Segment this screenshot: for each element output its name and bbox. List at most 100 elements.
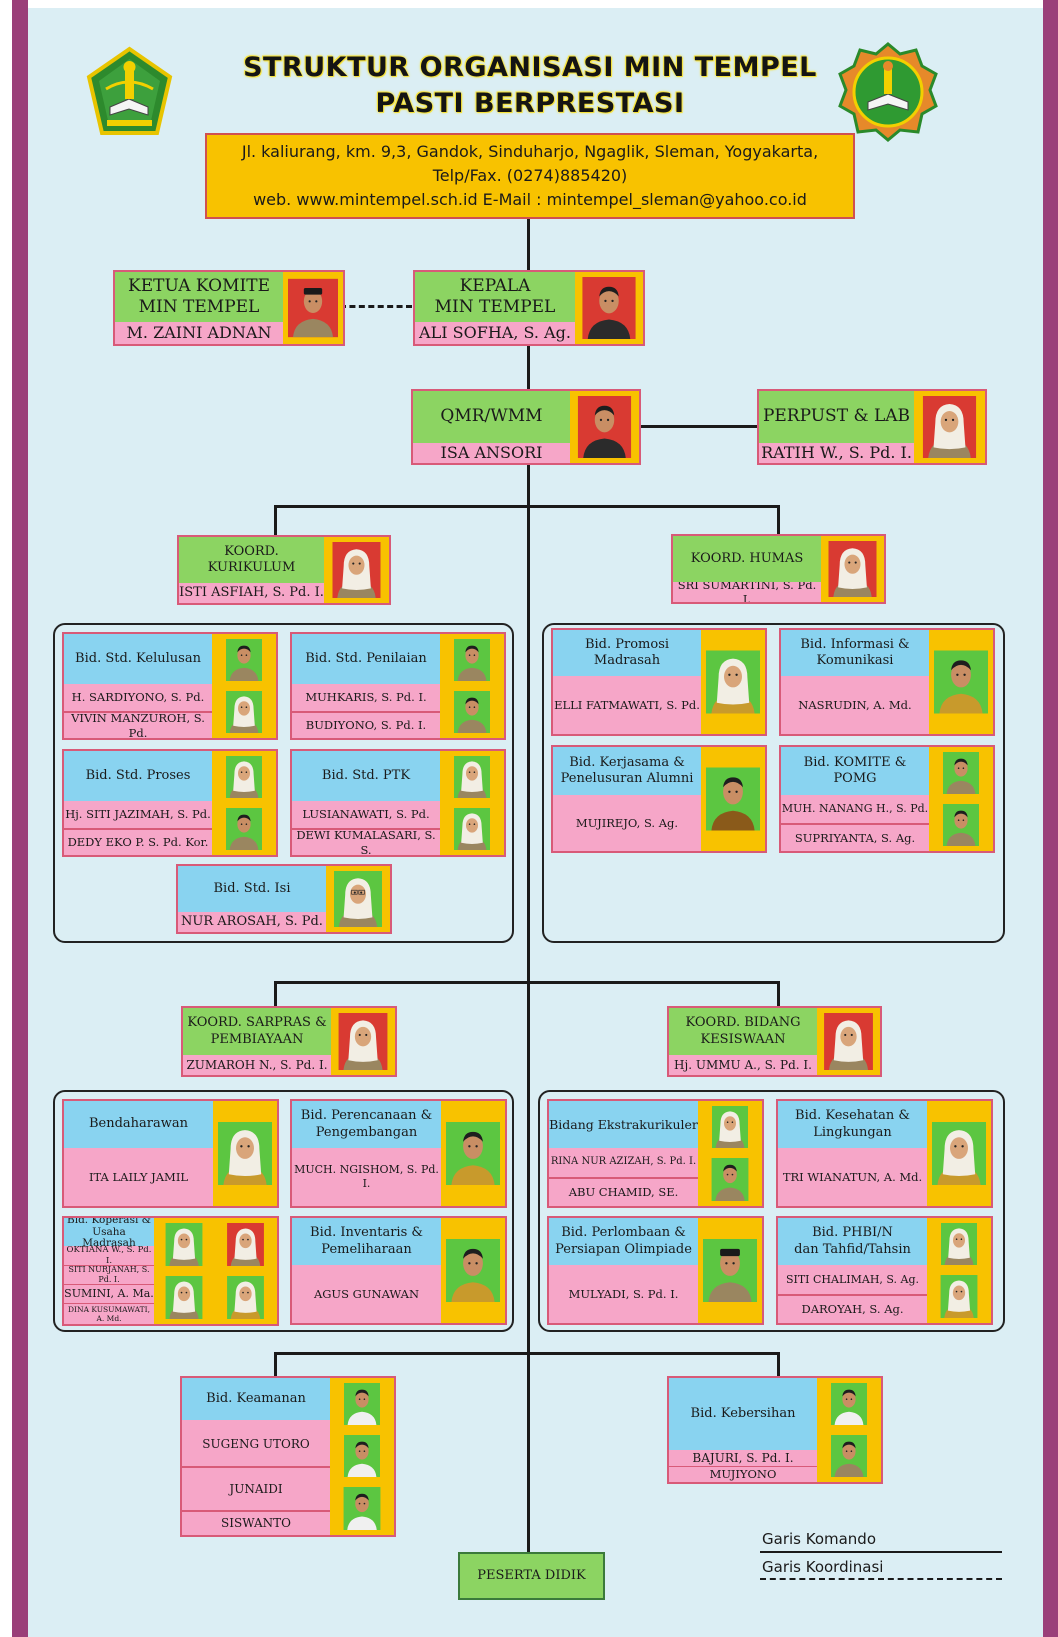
ketua-komite-photo [283, 272, 343, 344]
perpust-lab-box: PERPUST & LAB RATIH W., S. Pd. I. [757, 389, 987, 465]
portrait-photo [217, 808, 271, 850]
koord-sarpras-name: ZUMAROH N., S. Pd. I. [183, 1055, 331, 1075]
unit-informasi-photo-1 [929, 630, 993, 734]
ketua-komite-name: M. ZAINI ADNAN [115, 322, 283, 344]
unit-perencanaan: Bid. Perencanaan & Pengembangan MUCH. NG… [290, 1099, 507, 1208]
sarpras-group [53, 1090, 514, 1332]
perpust-lab-name: RATIH W., S. Pd. I. [759, 443, 914, 463]
unit-phbi-name-1: SITI CHALIMAH, S. Ag. [778, 1265, 927, 1294]
unit-ptk: Bid. Std. PTK LUSIANAWATI, S. Pd. DEWI K… [290, 749, 506, 857]
portrait-photo [703, 1106, 757, 1148]
ketua-komite-title-line2: MIN TEMPEL [138, 297, 260, 317]
unit-inventaris: Bid. Inventaris & Pemeliharaan AGUS GUNA… [290, 1216, 507, 1325]
peserta-didik-box: PESERTA DIDIK [458, 1552, 605, 1600]
unit-isi-photo-1 [326, 866, 390, 932]
unit-perlombaan-title-line2: Persiapan Olimpiade [555, 1241, 692, 1257]
connector-line [527, 219, 530, 1562]
unit-kerjasama-photo-1 [701, 747, 765, 851]
unit-kesehatan-name-1: TRI WIANATUN, A. Md. [778, 1148, 927, 1206]
unit-keamanan-name-row-3: SISWANTO [182, 1512, 330, 1535]
connector-line [274, 981, 780, 984]
portrait-photo [706, 635, 760, 729]
unit-komite-pomg-title: Bid. KOMITE & POMG [781, 747, 929, 795]
portrait-photo [934, 635, 988, 729]
unit-kerjasama: Bid. Kerjasama & Penelusuran Alumni MUJI… [551, 745, 767, 853]
portrait-photo [445, 808, 499, 850]
qmr-box: QMR/WMM ISA ANSORI [411, 389, 641, 465]
portrait-photo [335, 1435, 389, 1477]
qmr-name: ISA ANSORI [413, 443, 570, 463]
koord-kesiswaan-box: KOORD. BIDANG KESISWAAN Hj. UMMU A., S. … [667, 1006, 882, 1077]
unit-proses-name-2: DEDY EKO P. S. Pd. Kor. [64, 828, 212, 855]
unit-kelulusan-photo-2 [212, 686, 276, 738]
address-box: Jl. kaliurang, km. 9,3, Gandok, Sinduhar… [205, 133, 855, 219]
unit-phbi-photo-1 [927, 1218, 991, 1270]
unit-perlombaan-title-line1: Bid. Perlombaan & [561, 1225, 686, 1241]
unit-penilaian-name-1: MUHKARIS, S. Pd. I. [292, 684, 440, 711]
unit-informasi-title-line2: Komunikasi [816, 653, 894, 668]
portrait-photo [575, 396, 634, 458]
portrait-photo [932, 1223, 986, 1265]
unit-penilaian-name-2: BUDIYONO, S. Pd. I. [292, 711, 440, 738]
page-subtitle: PASTI BERPRESTASI [375, 88, 685, 119]
unit-kebersihan-photo-1 [817, 1378, 881, 1430]
unit-komite-pomg: Bid. KOMITE & POMG MUH. NANANG H., S. Pd… [779, 745, 995, 853]
unit-keamanan-photo-3 [330, 1482, 394, 1535]
koord-sarpras-title-line2: PEMBIAYAAN [210, 1031, 304, 1047]
koord-kesiswaan-title: KOORD. BIDANG KESISWAAN [669, 1008, 817, 1055]
unit-kesehatan-photo-1 [927, 1101, 991, 1206]
unit-keamanan: Bid. Keamanan SUGENG UTORO JUNAIDI JUNAI… [180, 1376, 396, 1537]
kepala-name: ALI SOFHA, S. Ag. [415, 322, 575, 344]
kepala-title-line1: KEPALA [459, 275, 531, 296]
portrait-photo [159, 1276, 209, 1319]
legend-komando-line [760, 1551, 1002, 1553]
unit-informasi: Bid. Informasi & Komunikasi NASRUDIN, A.… [779, 628, 995, 736]
unit-informasi-name-1: NASRUDIN, A. Md. [781, 676, 929, 734]
unit-koperasi-name-2: SITI NURJANAH, S. Pd. I. [64, 1265, 154, 1284]
portrait-photo [580, 277, 638, 339]
koord-humas-box: KOORD. HUMAS SRI SUMARTINI, S. Pd. I. [671, 534, 886, 604]
unit-kesehatan-title-line1: Bid. Kesehatan & [795, 1108, 910, 1124]
unit-penilaian: Bid. Std. Penilaian MUHKARIS, S. Pd. I. … [290, 632, 506, 740]
unit-kelulusan-name-2: VIVIN MANZUROH, S. Pd. [64, 711, 212, 738]
unit-penilaian-photo-1 [440, 634, 504, 686]
unit-kelulusan-photo-1 [212, 634, 276, 686]
kepala-title-line2: MIN TEMPEL [434, 297, 556, 317]
portrait-photo [703, 1223, 757, 1318]
unit-phbi-name-2: DAROYAH, S. Ag. [778, 1294, 927, 1323]
unit-bendaharawan-title: Bendaharawan [64, 1101, 213, 1148]
kesiswaan-group [538, 1090, 1005, 1332]
unit-inventaris-title: Bid. Inventaris & Pemeliharaan [292, 1218, 441, 1265]
portrait-photo [217, 639, 271, 681]
connector-line [274, 1352, 277, 1376]
portrait-photo [445, 639, 499, 681]
unit-ekstrakurikuler-photo-2 [698, 1153, 762, 1206]
koord-sarpras-photo [331, 1008, 395, 1075]
unit-keamanan-photo-2 [330, 1430, 394, 1482]
perpust-lab-title: PERPUST & LAB [759, 391, 914, 443]
koord-kesiswaan-name: Hj. UMMU A., S. Pd. I. [669, 1055, 817, 1075]
kepala-box: KEPALA MIN TEMPEL ALI SOFHA, S. Ag. [413, 270, 645, 346]
ketua-komite-box: KETUA KOMITE MIN TEMPEL M. ZAINI ADNAN [113, 270, 345, 346]
left-border-band [12, 0, 28, 1637]
portrait-photo [218, 1106, 272, 1201]
unit-isi-title: Bid. Std. Isi [178, 866, 326, 912]
web-email-line: web. www.mintempel.sch.id E-Mail : minte… [253, 190, 807, 209]
unit-proses-name-1: Hj. SITI JAZIMAH, S. Pd. [64, 801, 212, 828]
koord-humas-photo [821, 536, 884, 602]
unit-koperasi-title: Bid. Koperasi & Usaha Madrasah [64, 1218, 154, 1246]
unit-kebersihan-name-1: BAJURI, S. Pd. I. [669, 1450, 817, 1466]
unit-proses-photo-2 [212, 803, 276, 855]
koord-sarpras-title-line1: KOORD. SARPRAS & [187, 1015, 327, 1031]
connector-line [777, 981, 780, 1009]
unit-komite-pomg-name-1: MUH. NANANG H., S. Pd. [781, 795, 929, 823]
unit-perlombaan-name-1: MULYADI, S. Pd. I. [549, 1265, 698, 1323]
unit-promosi-name-1: ELLI FATMAWATI, S. Pd. [553, 676, 701, 734]
koord-humas-title: KOORD. HUMAS [673, 536, 821, 582]
unit-proses-title: Bid. Std. Proses [64, 751, 212, 801]
unit-proses: Bid. Std. Proses Hj. SITI JAZIMAH, S. Pd… [62, 749, 278, 857]
unit-kerjasama-name-1: MUJIREJO, S. Ag. [553, 795, 701, 851]
portrait-photo [445, 691, 499, 733]
portrait-photo [217, 691, 271, 733]
